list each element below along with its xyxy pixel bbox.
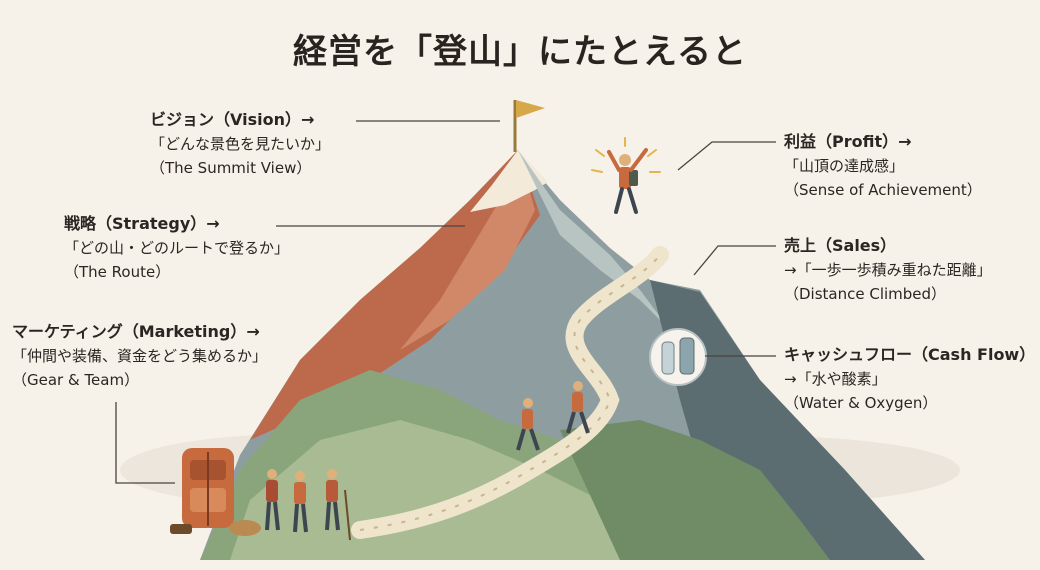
profit-line1: 「山頂の達成感」 (784, 157, 905, 175)
vision-line2: （The Summit View） (150, 159, 312, 177)
label-profit: 利益（Profit）→ 「山頂の達成感」 （Sense of Achieveme… (784, 130, 982, 202)
strategy-heading: 戦略（Strategy）→ (64, 214, 220, 233)
footprints (359, 254, 661, 531)
mountain-green-light (230, 420, 640, 560)
cashflow-heading: キャッシュフロー（Cash Flow） (784, 345, 1036, 364)
rolled-mat-icon (229, 520, 261, 536)
marketing-line1: 「仲間や装備、資金をどう集めるか」 (12, 347, 268, 365)
mountain-green-dark (560, 420, 830, 560)
water-bottles-icon (649, 328, 707, 386)
glow-rays-icon (591, 137, 661, 173)
backpack-icon (182, 448, 234, 528)
label-sales: 売上（Sales） →「一歩一歩積み重ねた距離」 （Distance Climb… (784, 234, 992, 306)
summit-climber-icon (607, 148, 648, 214)
page-title: 経営を「登山」にたとえると (293, 32, 747, 72)
hiker-icon (516, 398, 540, 451)
mountain-rust-face (250, 150, 540, 440)
cashflow-line2: （Water & Oxygen） (784, 394, 938, 412)
flag-icon (516, 100, 545, 118)
sales-line1: →「一歩一歩積み重ねた距離」 (784, 261, 992, 279)
sales-line2: （Distance Climbed） (784, 285, 947, 303)
profit-heading: 利益（Profit）→ (784, 132, 912, 151)
strategy-line1: 「どの山・どのルートで登るか」 (64, 239, 290, 257)
connector-lines (115, 120, 776, 484)
hiker-icon (566, 381, 590, 434)
sales-heading: 売上（Sales） (784, 236, 897, 255)
marketing-heading: マーケティング（Marketing）→ (12, 322, 260, 341)
label-strategy: 戦略（Strategy）→ 「どの山・どのルートで登るか」 （The Route… (64, 212, 289, 284)
label-cashflow: キャッシュフロー（Cash Flow） →「水や酸素」 （Water & Oxy… (784, 343, 1035, 415)
profit-line2: （Sense of Achievement） (784, 181, 982, 199)
marketing-line2: （Gear & Team） (12, 371, 140, 389)
strategy-line2: （The Route） (64, 263, 171, 281)
cashflow-line1: →「水や酸素」 (784, 370, 887, 388)
team-icon (265, 469, 351, 541)
vision-heading: ビジョン（Vision）→ (150, 110, 315, 129)
label-marketing: マーケティング（Marketing）→ 「仲間や装備、資金をどう集めるか」 （G… (12, 320, 267, 392)
label-vision: ビジョン（Vision）→ 「どんな景色を見たいか」 （The Summit V… (150, 108, 330, 180)
vision-line1: 「どんな景色を見たいか」 (150, 135, 331, 153)
boots-icon (170, 524, 192, 534)
